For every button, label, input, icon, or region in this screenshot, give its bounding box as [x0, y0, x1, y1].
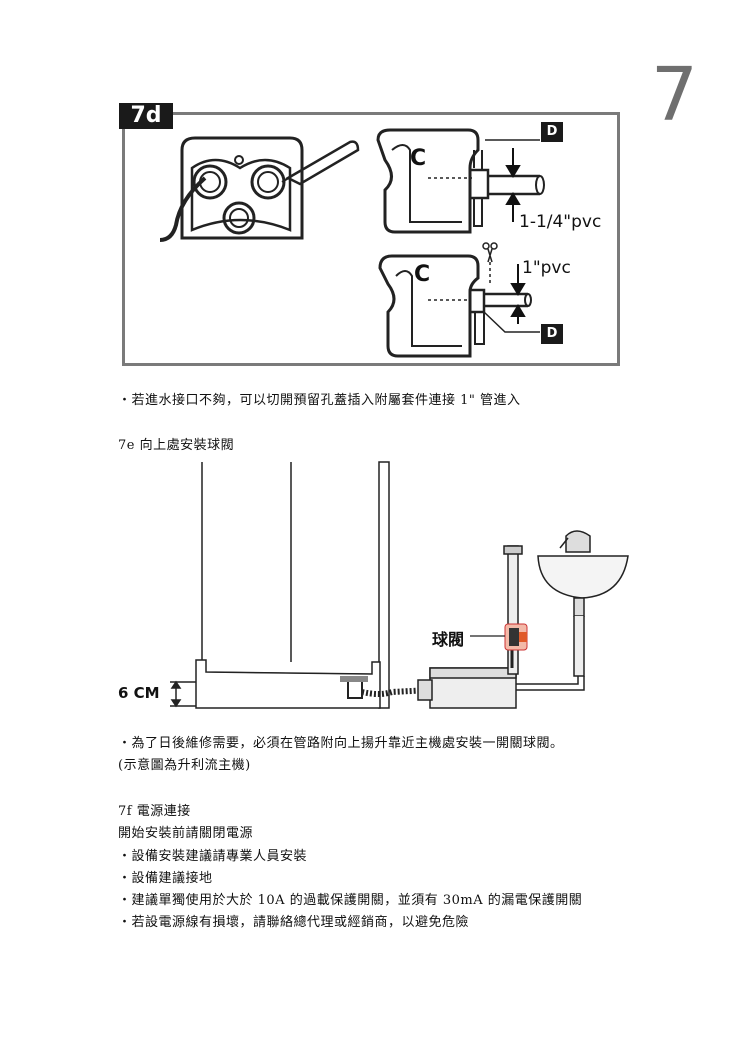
drain-pipe-connection [516, 676, 585, 691]
heading-7e: 7e 向上處安裝球閥 [118, 438, 235, 453]
bullet-7f-1: ・設備安裝建議請專業人員安裝 [118, 849, 308, 864]
dim-arrows-bottom [510, 264, 526, 324]
note-7e-line2: (示意圖為升利流主機) [118, 758, 251, 773]
c-label-top: C [410, 146, 427, 171]
pump-lid-drawing [159, 136, 360, 242]
riser-pipe [503, 545, 523, 675]
pump-unit [417, 667, 517, 709]
note-7d: ・若進水接口不夠，可以切開預留孔蓋插入附屬套件連接 1" 管進入 [118, 393, 521, 408]
dimension-label-large: 1-1/4"pvc [519, 212, 602, 232]
height-marker [170, 680, 196, 708]
d-tag-bottom: D [541, 324, 563, 344]
figure-7d-illustration [159, 128, 545, 358]
side-view-bottom [378, 242, 540, 358]
figure-7d-frame [122, 112, 620, 366]
shower-tray-drawing [195, 461, 390, 709]
note-7e-line1: ・為了日後維修需要，必須在管路附向上揚升靠近主機處安裝一開關球閥。 [118, 736, 564, 751]
intro-7f: 開始安裝前請關閉電源 [118, 826, 254, 841]
bullet-7f-3: ・建議單獨使用於大於 10A 的過載保護開關，並須有 30mA 的漏電保護開關 [118, 893, 583, 908]
page-number: 7 [650, 52, 698, 138]
heading-7f: 7f 電源連接 [118, 804, 191, 819]
sink-drawing [537, 530, 629, 677]
height-label: 6 CM [118, 684, 160, 702]
bullet-7f-4: ・若設電源線有損壞，請聯絡總代理或經銷商，以避免危險 [118, 915, 470, 930]
figure-7e-illustration [170, 461, 629, 709]
dimension-label-small: 1"pvc [522, 258, 571, 278]
c-label-bottom: C [414, 262, 431, 287]
dim-arrows-top [505, 148, 521, 222]
bullet-7f-2: ・設備建議接地 [118, 871, 213, 886]
d-tag-top: D [541, 122, 563, 142]
ball-valve-marker [504, 623, 528, 651]
figure-7d-tag: 7d [119, 103, 173, 129]
valve-label: 球閥 [432, 630, 465, 649]
